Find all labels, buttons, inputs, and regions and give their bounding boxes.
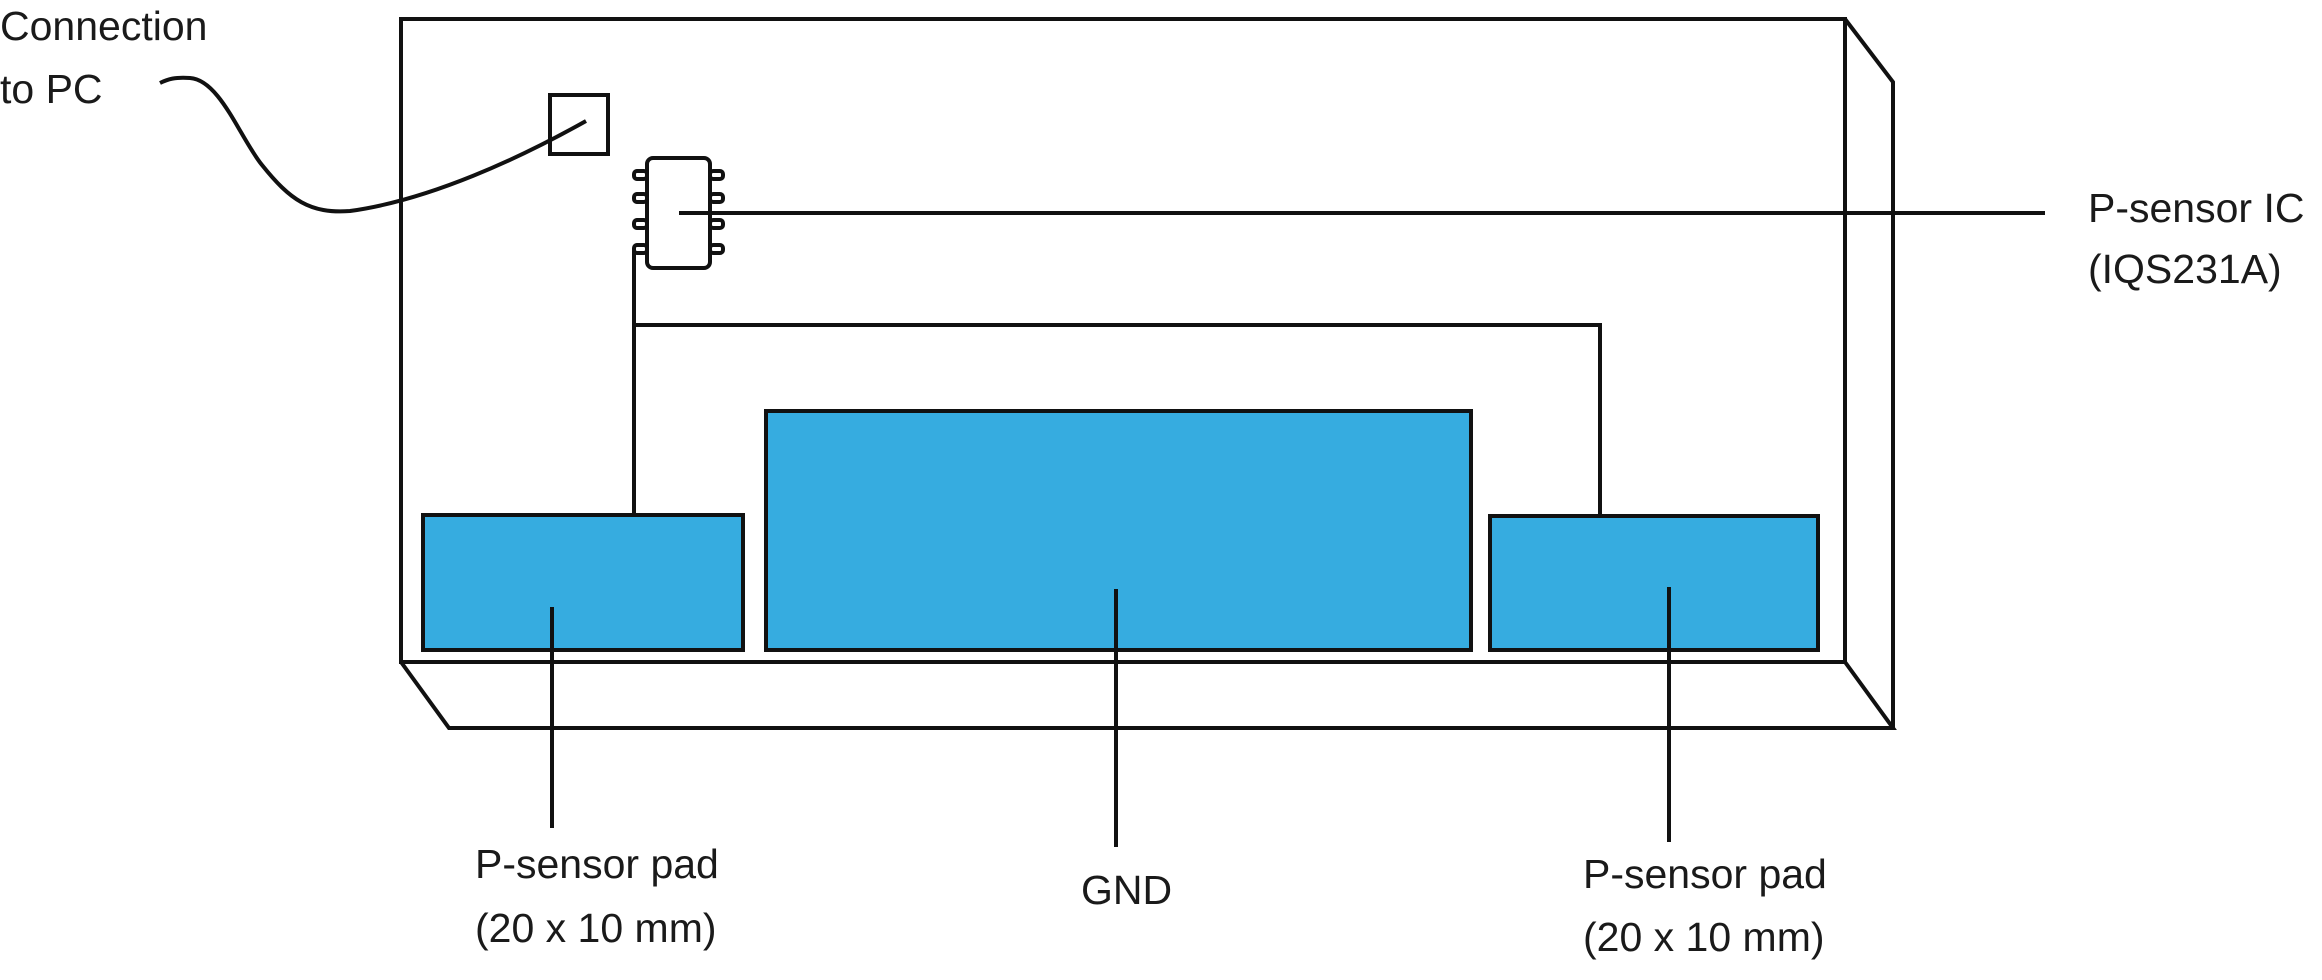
board-right-side — [1843, 17, 1895, 728]
pad-right-label-line2: (20 x 10 mm) — [1583, 914, 1825, 960]
sensor-pad-left — [421, 513, 745, 652]
connection-label-line1: Connection — [0, 3, 207, 49]
connection-label-line2: to PC — [0, 66, 103, 112]
trace-right — [634, 323, 1602, 520]
gnd-pad — [764, 409, 1473, 652]
sensor-ic-label-line1: P-sensor IC — [2088, 185, 2304, 231]
pad-left-label-line1: P-sensor pad — [475, 841, 719, 887]
gnd-label: GND — [1081, 867, 1172, 913]
board-face — [399, 17, 1847, 664]
sensor-ic-label-line2: (IQS231A) — [2088, 246, 2282, 292]
board-bottom-side — [399, 660, 1897, 730]
pad-left-label-line2: (20 x 10 mm) — [475, 905, 717, 951]
connection-cable — [159, 75, 587, 214]
sensor-pad-right — [1488, 514, 1820, 652]
pc-connector — [548, 93, 610, 156]
pad-right-label-line1: P-sensor pad — [1583, 851, 1827, 897]
circuit-board — [399, 17, 1897, 730]
